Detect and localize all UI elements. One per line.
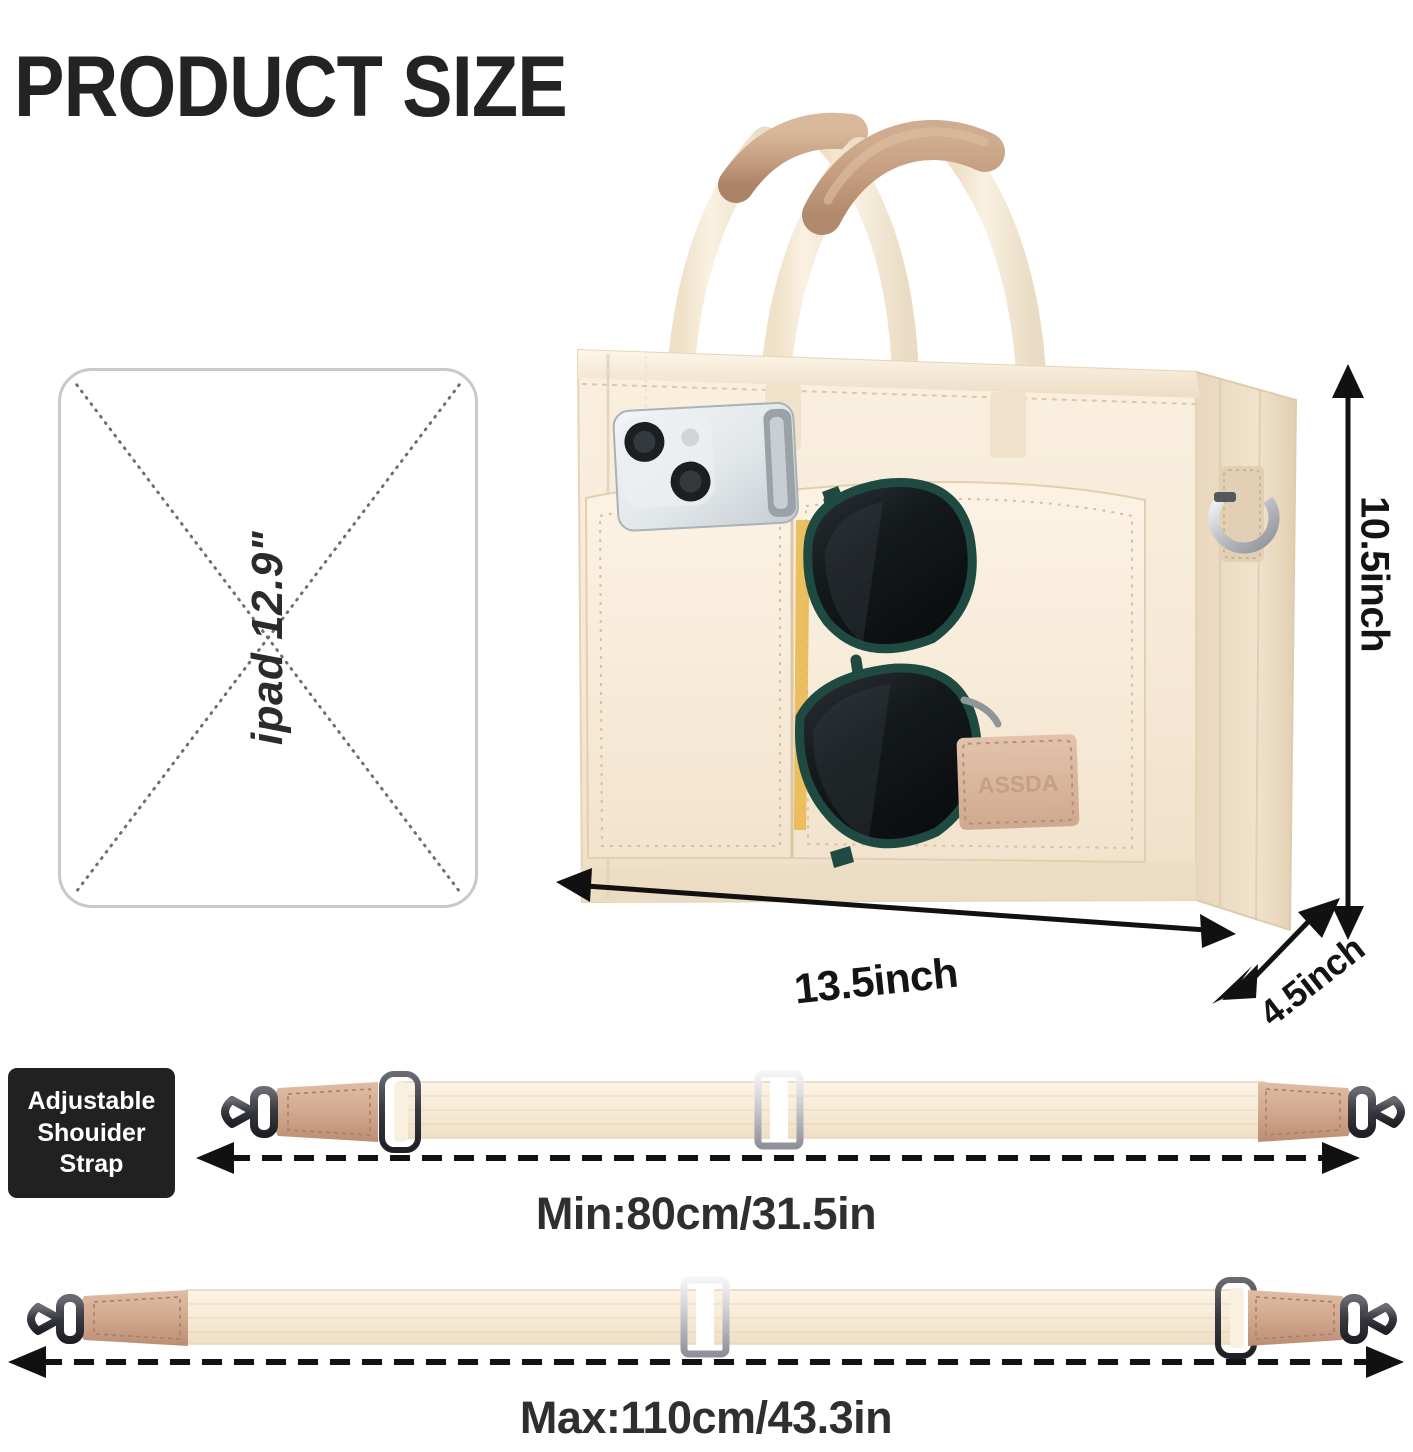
badge-line-3: Strap — [59, 1150, 124, 1179]
side-d-ring — [1208, 466, 1280, 562]
strap-adjuster-center — [754, 1070, 804, 1150]
brand-tag-text: ASSDA — [977, 770, 1058, 799]
min-strap-measure-line — [196, 1142, 1360, 1174]
height-dimension-label: 10.5inch — [1352, 495, 1397, 653]
max-strap-measure-line — [8, 1346, 1404, 1378]
strap-clip-left — [221, 1086, 278, 1138]
tote-bag-illustration: ASSDA — [560, 0, 1350, 960]
ipad-diagonal-lines — [75, 383, 461, 893]
strap-slider-left — [379, 1071, 421, 1153]
max-strap-measurement: Max:110cm/43.3in — [519, 1392, 893, 1443]
max-strap-clip-right — [1340, 1294, 1397, 1344]
ipad-size-label: ipad 12.9" — [243, 530, 292, 746]
brand-leather-tag: ASSDA — [956, 734, 1080, 830]
badge-line-1: Adjustable — [27, 1087, 156, 1116]
phone-in-pocket — [612, 401, 800, 532]
badge-line-2: Shouider — [37, 1118, 146, 1147]
max-strap-illustration — [22, 1262, 1398, 1374]
adjustable-shoulder-strap-badge: Adjustable Shouider Strap — [8, 1068, 175, 1198]
max-strap-clip-left — [27, 1294, 84, 1344]
min-strap-illustration — [218, 1056, 1408, 1168]
ipad-size-outline: ipad 12.9" — [58, 368, 478, 908]
max-strap-adjuster-center — [680, 1276, 730, 1358]
sunglasses-in-pocket — [794, 478, 1002, 868]
page-title: PRODUCT SIZE — [14, 39, 568, 135]
strap-clip-right — [1348, 1086, 1405, 1138]
min-strap-measurement: Min:80cm/31.5in — [535, 1188, 877, 1239]
